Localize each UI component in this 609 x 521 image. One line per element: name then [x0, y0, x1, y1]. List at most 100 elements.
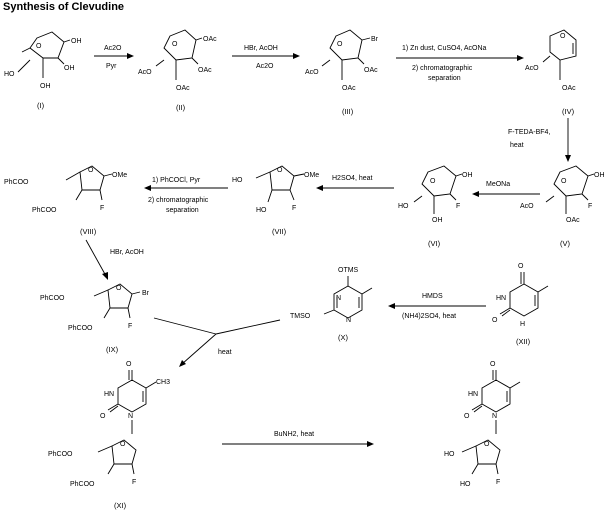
compound-II: O OAc AcO OAc OAc (II) — [138, 29, 217, 112]
hydroxyl-label: OH — [594, 172, 605, 179]
ring-oxygen: O — [277, 167, 283, 174]
reaction-arrow-r6: H2SO4, heat — [316, 175, 394, 191]
reagent-label: heat — [218, 349, 232, 356]
compound-label: (II) — [176, 103, 186, 112]
benzoate-label: PhCOO — [48, 451, 73, 458]
acetoxy-label: AcO — [138, 69, 152, 76]
ring-nh: H — [520, 321, 525, 328]
compound-I: O OH OH HO OH (I) — [4, 31, 82, 110]
amide-nh: HN — [468, 391, 478, 398]
compound-label: (XI) — [114, 501, 127, 510]
ring-oxygen: O — [120, 441, 126, 448]
fluoro-label: F — [496, 479, 500, 486]
reagent-label: H2SO4, heat — [332, 175, 373, 182]
bromo-label: Br — [371, 36, 379, 43]
ring-oxygen: O — [430, 178, 436, 185]
bromo-label: Br — [142, 290, 150, 297]
compound-label: (VI) — [428, 239, 441, 248]
hydroxyl-label: HO — [444, 451, 455, 458]
reaction-arrow-r2: HBr, AcOH Ac2O — [232, 45, 300, 70]
reaction-arrow-r7: 1) PhCOCl, Pyr 2) chromatographic separa… — [144, 177, 228, 214]
ring-oxygen: O — [484, 441, 490, 448]
pyrimidine-nitrogen: N — [336, 295, 341, 302]
reaction-arrow-r11: BuNH2, heat — [222, 431, 374, 447]
acetoxy-label: OAc — [176, 85, 190, 92]
reaction-arrow-r9: HMDS (NH4)2SO4, heat — [388, 293, 486, 320]
silyloxy-label: OTMS — [338, 267, 359, 274]
pyrimidine-nitrogen: N — [346, 317, 351, 324]
reaction-arrow-r1: Ac2O Pyr — [94, 45, 134, 70]
hydroxyl-label: OH — [71, 38, 82, 45]
ring-nitrogen: N — [128, 413, 133, 420]
fluoro-label: F — [456, 203, 460, 210]
hydroxyl-label: HO — [232, 177, 243, 184]
reaction-arrow-r10: heat — [153, 317, 281, 367]
acetoxy-label: OAc — [364, 67, 378, 74]
compound-XI: O CH3 HN O N O PhCOO PhCOO F (XI) — [48, 361, 170, 510]
carbonyl-oxygen: O — [126, 361, 132, 368]
acetoxy-label: OAc — [562, 85, 576, 92]
methoxy-label: OMe — [304, 172, 319, 179]
fluoro-label: F — [128, 323, 132, 330]
compound-label: (X) — [338, 333, 349, 342]
benzoate-label: PhCOO — [68, 325, 93, 332]
reagent-label: F-TEDA-BF4, — [508, 129, 550, 136]
carbonyl-oxygen: O — [490, 361, 496, 368]
amide-nh: HN — [104, 391, 114, 398]
compound-VI: O OH HO F OH (VI) — [398, 165, 473, 248]
compound-label: (V) — [560, 239, 571, 248]
acetoxy-label: OAc — [203, 36, 217, 43]
compound-XII: O HN O H (XII) — [492, 263, 549, 346]
compound-IV: O AcO OAc (IV) — [525, 29, 577, 116]
fluoro-label: F — [100, 205, 104, 212]
hydroxyl-label: HO — [460, 481, 471, 488]
fluoro-label: F — [132, 479, 136, 486]
compound-V: O OH AcO F OAc (V) — [520, 165, 605, 248]
reagent-label: 1) PhCOCl, Pyr — [152, 177, 201, 184]
reagent-label: Pyr — [106, 63, 117, 70]
acetoxy-label: AcO — [305, 69, 319, 76]
reaction-arrow-r3: 1) Zn dust, CuSO4, AcONa 2) chromatograp… — [396, 45, 524, 82]
hydroxyl-label: OH — [462, 172, 473, 179]
compound-label: (XII) — [516, 337, 531, 346]
carbonyl-oxygen: O — [518, 263, 524, 270]
fluoro-label: F — [588, 203, 592, 210]
benzoate-label: PhCOO — [70, 481, 95, 488]
compound-VII: O HO OMe HO F (VII) — [232, 165, 319, 236]
page-title: Synthesis of Clevudine — [3, 1, 125, 13]
compound-final: O HN O N O HO HO F — [444, 361, 521, 488]
compound-III: O Br AcO OAc OAc (III) — [305, 29, 379, 116]
reagent-label: BuNH2, heat — [274, 431, 314, 438]
ring-oxygen: O — [337, 41, 343, 48]
acetoxy-label: OAc — [342, 85, 356, 92]
reagent-label: HBr, AcOH — [110, 249, 144, 256]
ring-oxygen: O — [88, 167, 94, 174]
reagent-label: HMDS — [422, 293, 443, 300]
reagent-label: separation — [428, 75, 461, 82]
reagent-label: separation — [166, 207, 199, 214]
reagent-label: heat — [510, 142, 524, 149]
hydroxyl-label: OH — [40, 83, 51, 90]
ring-oxygen: O — [36, 43, 42, 50]
carbonyl-oxygen: O — [464, 413, 470, 420]
hydroxyl-label: HO — [398, 203, 409, 210]
compound-IX: O PhCOO Br PhCOO F (IX) — [40, 283, 150, 354]
ring-nitrogen: N — [492, 413, 497, 420]
silyloxy-label: TMSO — [290, 313, 311, 320]
reaction-arrow-r5: MeONa — [472, 181, 540, 197]
ring-oxygen: O — [561, 178, 567, 185]
ring-oxygen: O — [116, 285, 122, 292]
compound-label: (III) — [342, 107, 354, 116]
carbonyl-oxygen: O — [100, 413, 106, 420]
acetoxy-label: AcO — [525, 65, 539, 72]
reagent-label: 2) chromatographic — [412, 65, 473, 72]
carbonyl-oxygen: O — [492, 317, 498, 324]
reagent-label: 2) chromatographic — [148, 197, 209, 204]
reagent-label: Ac2O — [256, 63, 274, 70]
compound-VIII: O PhCOO OMe PhCOO F (VIII) — [4, 165, 127, 236]
hydroxyl-label: OH — [432, 217, 443, 224]
methoxy-label: OMe — [112, 172, 127, 179]
hydroxyl-label: OH — [64, 65, 75, 72]
reagent-label: (NH4)2SO4, heat — [402, 313, 456, 320]
